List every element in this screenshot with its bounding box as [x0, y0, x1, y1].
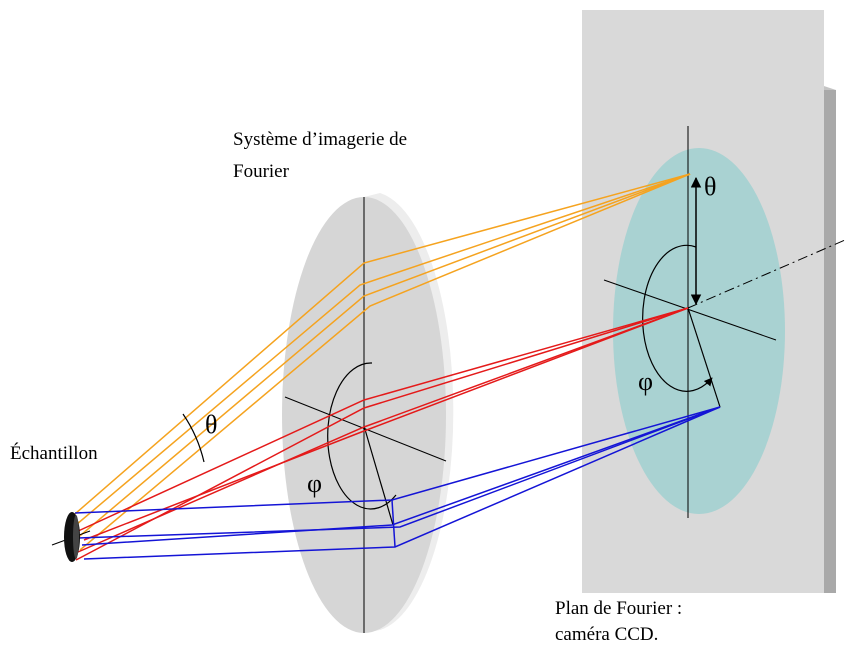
sample-theta-arc: [182, 413, 205, 463]
phi-symbol-lens: φ: [307, 469, 322, 498]
sample-rim: [73, 515, 79, 559]
theta-symbol-screen: θ: [704, 172, 716, 201]
orange-rays: [67, 173, 691, 551]
screen-phi-arc: [642, 244, 713, 392]
sample: [51, 512, 91, 562]
lens-title-line2: Fourier: [233, 161, 290, 182]
plane-label-line1: Plan de Fourier :: [555, 598, 682, 619]
theta-symbol-sample: θ: [205, 410, 217, 439]
sample-label: Échantillon: [10, 442, 98, 464]
fourier-disk: [613, 148, 785, 514]
lens-phi-arc: [327, 362, 397, 510]
screen-oblique-axis: [603, 279, 777, 341]
lens-phi-radius: [363, 425, 394, 526]
optical-axis-dashdot: [687, 239, 845, 309]
blue-rays: [74, 406, 721, 560]
screen-phi-radius: [687, 307, 721, 408]
lens: [282, 193, 454, 633]
ccd-screen: [582, 10, 845, 593]
plane-label-line2: caméra CCD.: [555, 624, 658, 645]
phi-symbol-screen: φ: [638, 367, 653, 396]
screen-side-edge: [824, 90, 836, 593]
lens-title-line1: Système d’imagerie de: [233, 129, 407, 150]
